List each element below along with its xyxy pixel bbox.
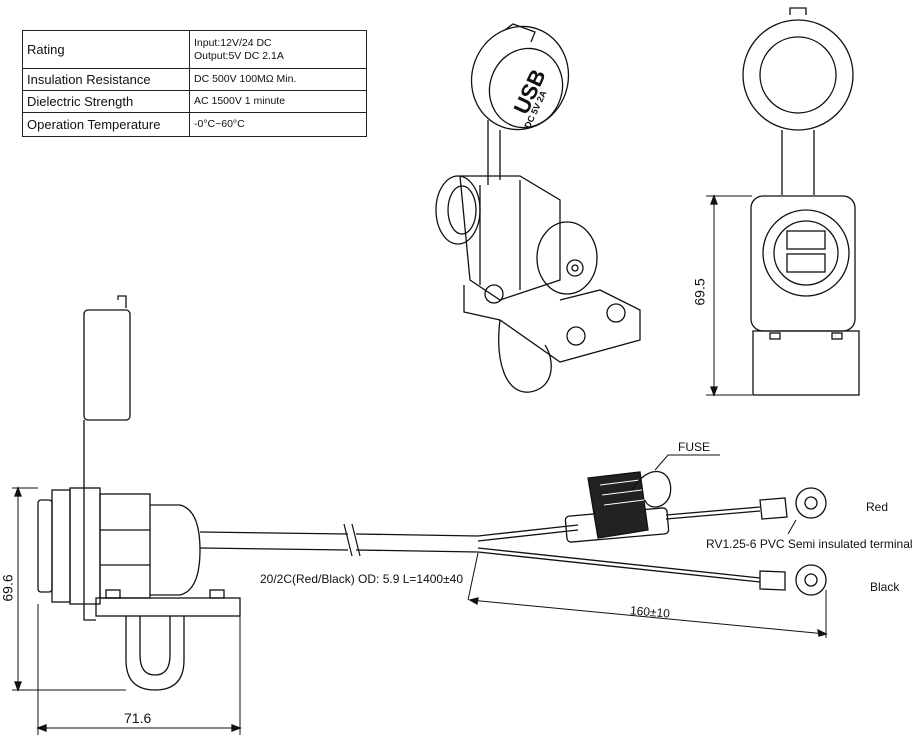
fuse-label: FUSE — [678, 440, 711, 454]
black-terminal-hole — [804, 573, 818, 587]
dim-height-front-line — [12, 487, 126, 691]
barrel-center — [566, 259, 584, 277]
front-ring-inner — [773, 220, 839, 286]
cap-inner — [488, 47, 564, 129]
usb-port-upper-icon — [786, 230, 826, 250]
dim-arrows — [36, 724, 242, 732]
cable-assembly — [199, 454, 828, 638]
fuse-loop — [631, 470, 672, 508]
side-cap — [83, 309, 131, 421]
dim-lead-length-line — [467, 552, 827, 638]
cap-front-outline — [742, 19, 854, 131]
side-flange — [69, 487, 101, 605]
cable-sheath — [199, 531, 349, 551]
side-screw-icon — [105, 589, 121, 599]
front-bracket-slot — [769, 332, 781, 340]
spec-value-line: Output:5V DC 2.1A — [194, 49, 284, 62]
barrel-pin — [571, 264, 579, 272]
side-bracket-loop-inner — [139, 616, 171, 676]
spec-label: Dielectric Strength — [22, 90, 190, 113]
thread-ring — [435, 175, 481, 245]
spec-row-insulation: Insulation Resistance DC 500V 100MΩ Min. — [22, 68, 367, 91]
dim-width-line — [37, 604, 241, 735]
red-terminal-sleeve — [759, 497, 788, 520]
black-wire-label: Black — [870, 580, 900, 594]
spec-value-line: Input:12V/24 DC — [194, 36, 272, 49]
hex-nut — [459, 175, 561, 301]
front-flange — [750, 195, 856, 332]
terminal-leader — [787, 519, 797, 535]
front-ring-outer — [762, 209, 850, 297]
black-lead — [477, 547, 761, 583]
fuse-leader — [654, 454, 720, 471]
red-lead — [665, 506, 761, 520]
front-view — [706, 7, 860, 397]
side-bracket-loop — [125, 616, 185, 691]
dim-width: 71.6 — [124, 710, 152, 726]
black-terminal-sleeve — [759, 570, 786, 591]
red-terminal-hole — [804, 496, 818, 510]
side-hex-nut — [99, 493, 151, 599]
thread-inner — [447, 185, 477, 235]
side-thread — [51, 489, 71, 603]
front-bracket — [752, 330, 860, 396]
front-bracket-slot — [831, 332, 843, 340]
cable-spec-label: 20/2C(Red/Black) OD: 5.9 L=1400±40 — [260, 572, 464, 586]
screw-front-icon — [566, 326, 586, 346]
mount-bracket — [463, 285, 641, 363]
bracket-loop — [498, 319, 552, 393]
side-screw-icon — [209, 589, 225, 599]
red-terminal-ring — [795, 487, 827, 519]
dim-height-side: 69.5 — [691, 278, 708, 306]
side-view — [12, 295, 242, 735]
spec-row-temperature: Operation Temperature -0°C~60°C — [22, 112, 367, 137]
dim-arrows — [468, 597, 828, 637]
cap-front-strap — [781, 130, 815, 195]
spec-label: Operation Temperature — [22, 112, 190, 137]
red-wire-label: Red — [866, 500, 889, 514]
dim-height-front: 69.6 — [0, 574, 16, 602]
cap-strap — [487, 120, 501, 185]
barrel-end — [536, 221, 598, 295]
isometric-view: USB DC 5V 2A — [435, 23, 641, 393]
usb-port-lower-icon — [786, 253, 826, 273]
screw-right-icon — [606, 303, 626, 323]
cap-outline — [470, 25, 570, 131]
screw-left-icon — [484, 284, 504, 304]
black-terminal-ring — [795, 564, 827, 596]
side-cap-tab — [117, 295, 127, 308]
hex-nut-edges — [479, 180, 521, 290]
spec-row-dielectric: Dielectric Strength AC 1500V 1 minute — [22, 90, 367, 113]
cable-break-mark — [343, 523, 361, 557]
spec-label: Rating — [22, 30, 190, 69]
side-thread-end — [37, 499, 53, 593]
cap-front-inner — [759, 36, 837, 114]
cable-sheath — [355, 533, 479, 553]
side-hex-edges — [100, 529, 150, 566]
spec-value: -0°C~60°C — [189, 112, 367, 137]
dim-arrows — [14, 486, 22, 692]
spec-value: DC 500V 100MΩ Min. — [189, 68, 367, 91]
side-bracket — [95, 597, 241, 617]
cap-front-tab — [789, 7, 807, 15]
red-lead — [477, 524, 579, 542]
spec-label: Insulation Resistance — [22, 68, 190, 91]
fuse-cap — [587, 471, 649, 539]
side-strap — [83, 420, 96, 621]
dim-arrows — [710, 194, 718, 397]
dim-height-side-line — [706, 195, 752, 396]
fuse-cap-ribs — [599, 479, 645, 506]
cap-tab — [504, 23, 536, 43]
terminal-label: RV1.25-6 PVC Semi insulated terminal — [706, 537, 913, 551]
side-body — [150, 504, 201, 596]
